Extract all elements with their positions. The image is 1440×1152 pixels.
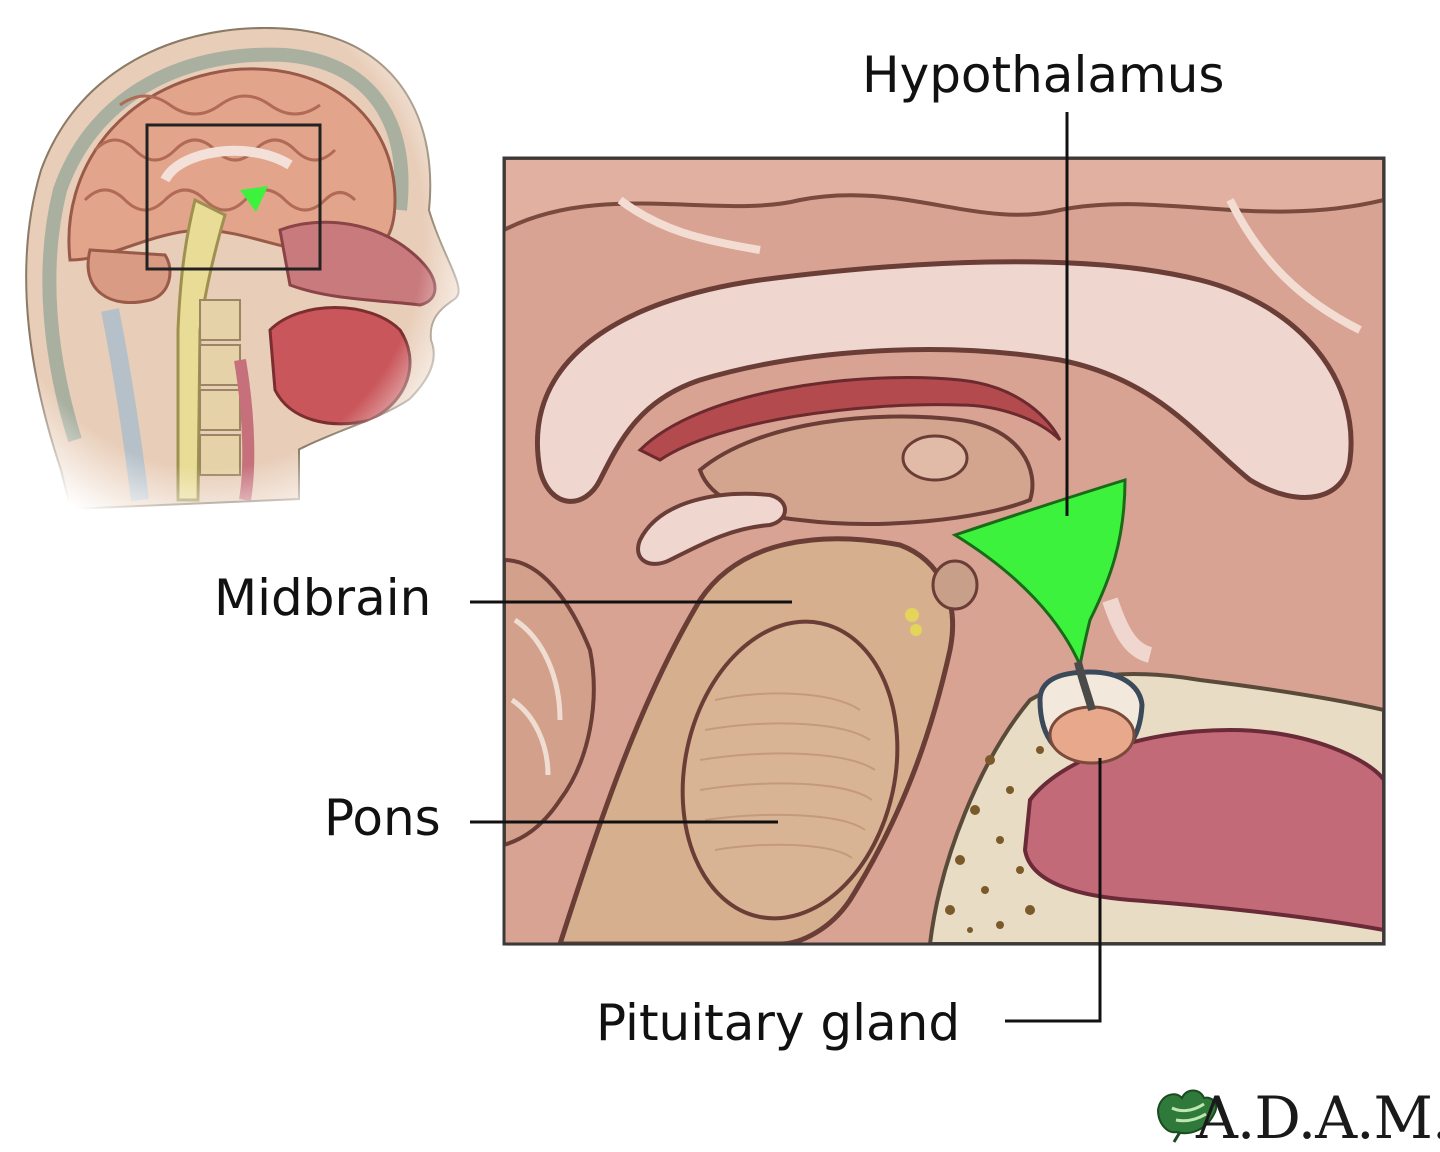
- adam-logo-text: A.D.A.M.: [1195, 1084, 1440, 1152]
- pons-fiber-lines: [699, 692, 876, 859]
- head-edge-fade: [0, 0, 470, 520]
- pons-label: Pons: [324, 789, 441, 847]
- leaf-logo-icon: [1156, 1089, 1218, 1143]
- pituitary-gland-label: Pituitary gland: [596, 994, 960, 1052]
- midbrain-label: Midbrain: [214, 569, 431, 627]
- zoomed-brain-illustration: [502, 156, 1386, 946]
- pituitary-leader: [1005, 758, 1102, 1023]
- bone-marrow-dots: [945, 746, 1044, 933]
- pituitary-gland-shape: [1048, 705, 1136, 765]
- adam-logo: A.D.A.M.: [1156, 1084, 1440, 1152]
- leader-lines: [470, 112, 1102, 1023]
- hypothalamus-highlight: [951, 477, 1127, 670]
- zoom-region-box: [145, 123, 322, 271]
- hypothalamus-label: Hypothalamus: [862, 46, 1224, 104]
